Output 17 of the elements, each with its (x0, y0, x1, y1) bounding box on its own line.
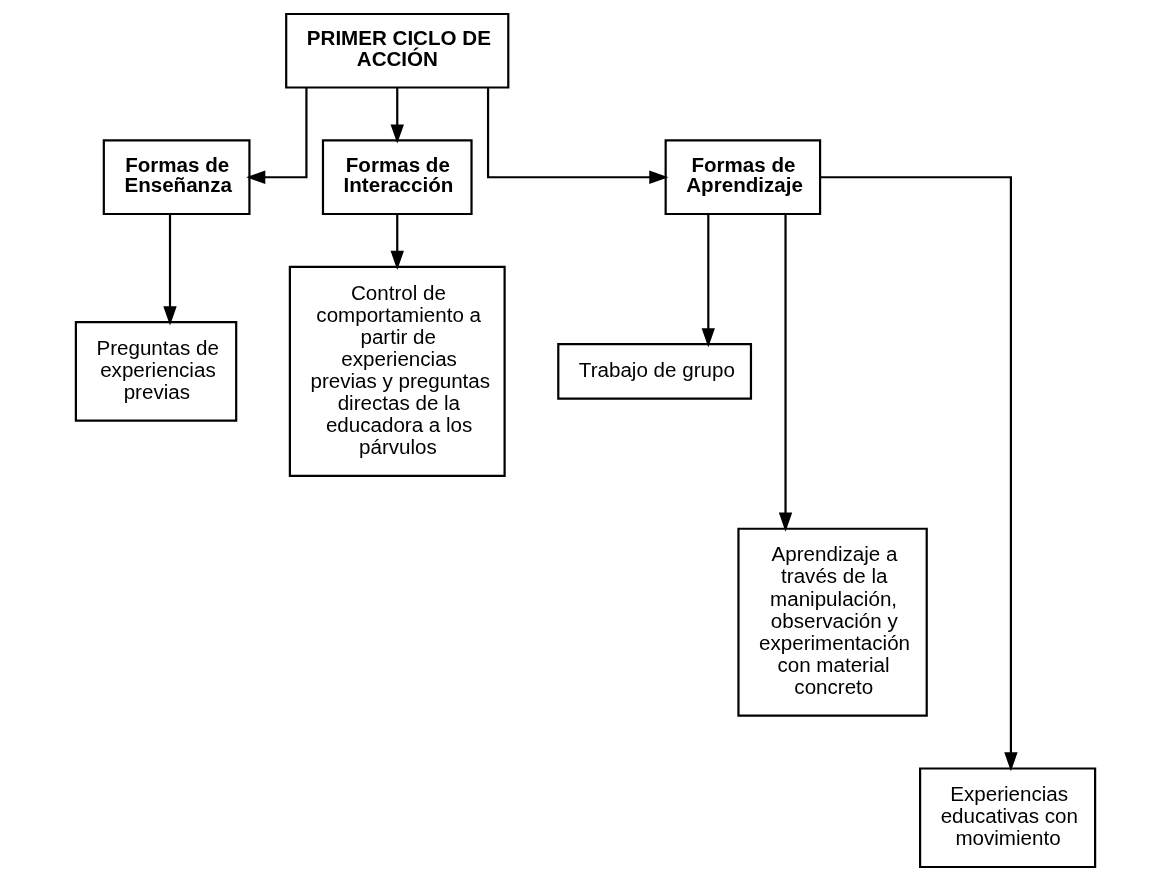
node-box: Experiencias educativas con movimiento (918, 767, 1096, 869)
arrow (486, 88, 668, 184)
arrow (390, 214, 404, 270)
node-box: Trabajo de grupo (556, 343, 752, 400)
node-box: PRIMER CICLO DE ACCIÓN (284, 12, 509, 89)
arrow (701, 214, 715, 348)
node-box: Preguntas de experiencias previas (74, 321, 237, 422)
arrow (390, 88, 404, 144)
node-box: Formas de Aprendizaje (664, 139, 821, 216)
arrow (819, 176, 1018, 772)
node-box: Aprendizaje a través de la manipulación, observación y experimentación con material concreto (736, 527, 928, 717)
node-box: Control de comportamiento a partir de experiencias previas y preguntas directas de la educadora a los párvulos (288, 265, 506, 477)
arrow (245, 88, 308, 184)
arrow (778, 214, 792, 532)
arrow (162, 214, 177, 326)
node-box: Formas de Interacción (321, 139, 473, 216)
node-box: Formas de Enseñanza (102, 139, 251, 216)
